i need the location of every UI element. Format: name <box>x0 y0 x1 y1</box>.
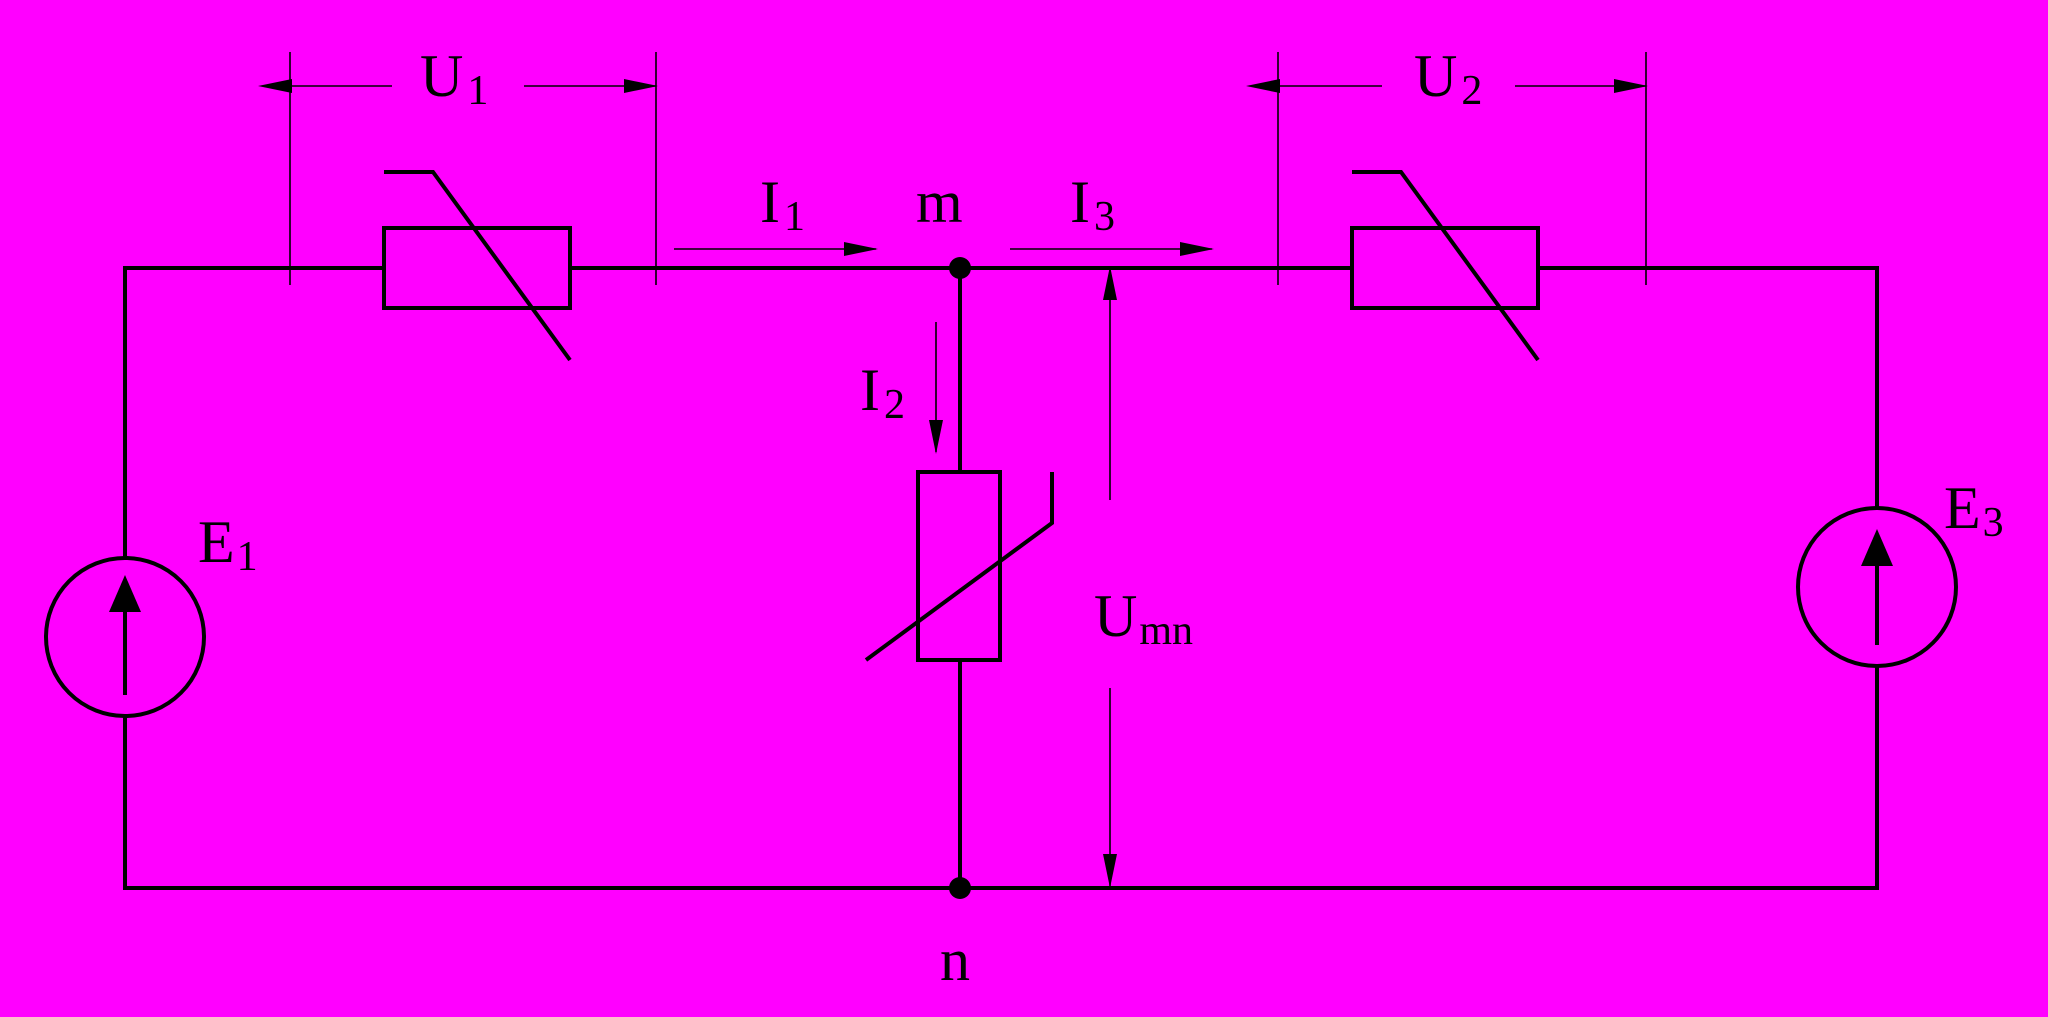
nonlinear-resistor-3 <box>1350 170 1540 362</box>
wires <box>123 266 1879 890</box>
label-i3: I3 <box>1070 169 1115 240</box>
left-lower-wire <box>123 665 1879 890</box>
label-i2: I2 <box>860 357 905 428</box>
node-m-dot <box>949 257 971 279</box>
label-e3: E3 <box>1944 475 2004 546</box>
label-e1: E1 <box>198 509 258 580</box>
label-node-m: m <box>916 169 963 235</box>
nonlinear-resistor-1 <box>382 170 572 362</box>
label-u2: U2 <box>1414 43 1482 114</box>
top-right-wire <box>1538 266 1879 508</box>
label-u1: U1 <box>420 43 488 114</box>
u1-dimension <box>258 52 658 285</box>
u2-dimension <box>1246 52 1648 285</box>
node-n-dot <box>949 877 971 899</box>
top-left-wire <box>123 266 384 560</box>
voltage-source-e3 <box>1796 506 1958 668</box>
voltage-source-e1 <box>44 556 206 718</box>
label-umn: Umn <box>1094 583 1193 654</box>
label-i1: I1 <box>760 169 805 240</box>
nonlinear-resistor-2 <box>864 470 1054 662</box>
label-node-n: n <box>940 927 970 993</box>
